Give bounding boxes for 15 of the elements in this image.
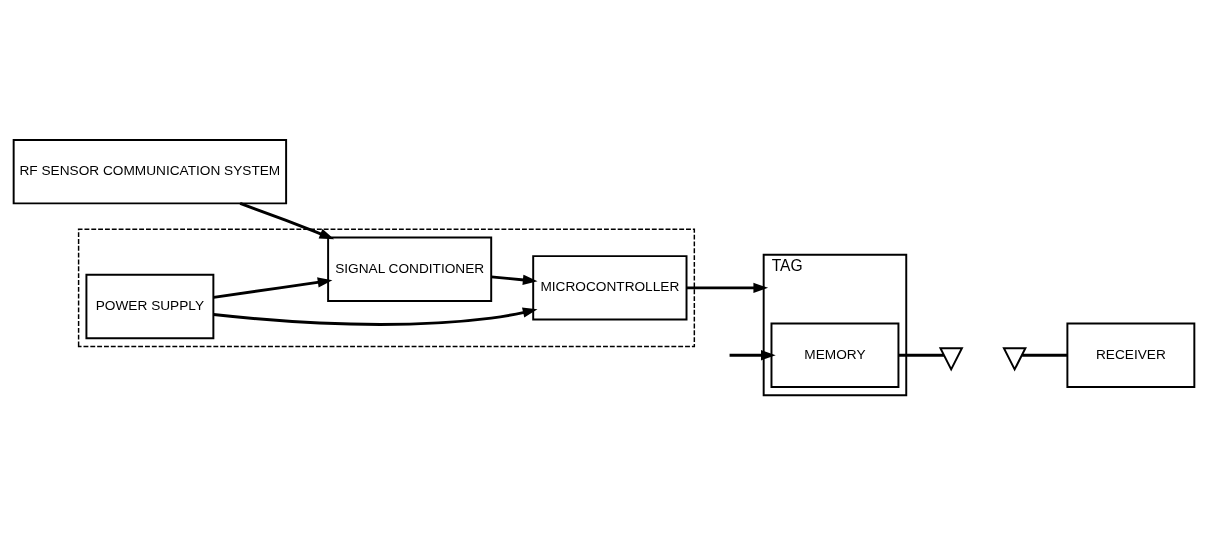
connector — [1022, 353, 1068, 357]
arrow — [686, 282, 769, 293]
node-box: RF SENSOR COMMUNICATION SYSTEM — [12, 138, 288, 205]
arrow — [729, 350, 776, 361]
connector — [898, 353, 944, 357]
node-box: MICROCONTROLLER — [532, 255, 688, 321]
arrow — [213, 307, 538, 326]
node-box: SIGNAL CONDITIONER — [327, 236, 493, 302]
node-antenna — [1002, 347, 1027, 372]
node-antenna — [938, 347, 964, 372]
arrow — [491, 274, 538, 285]
arrow — [213, 277, 333, 299]
node-box: RECEIVER — [1066, 322, 1196, 388]
node-box: POWER SUPPLY — [85, 273, 215, 340]
node-box: MEMORY — [770, 322, 900, 388]
